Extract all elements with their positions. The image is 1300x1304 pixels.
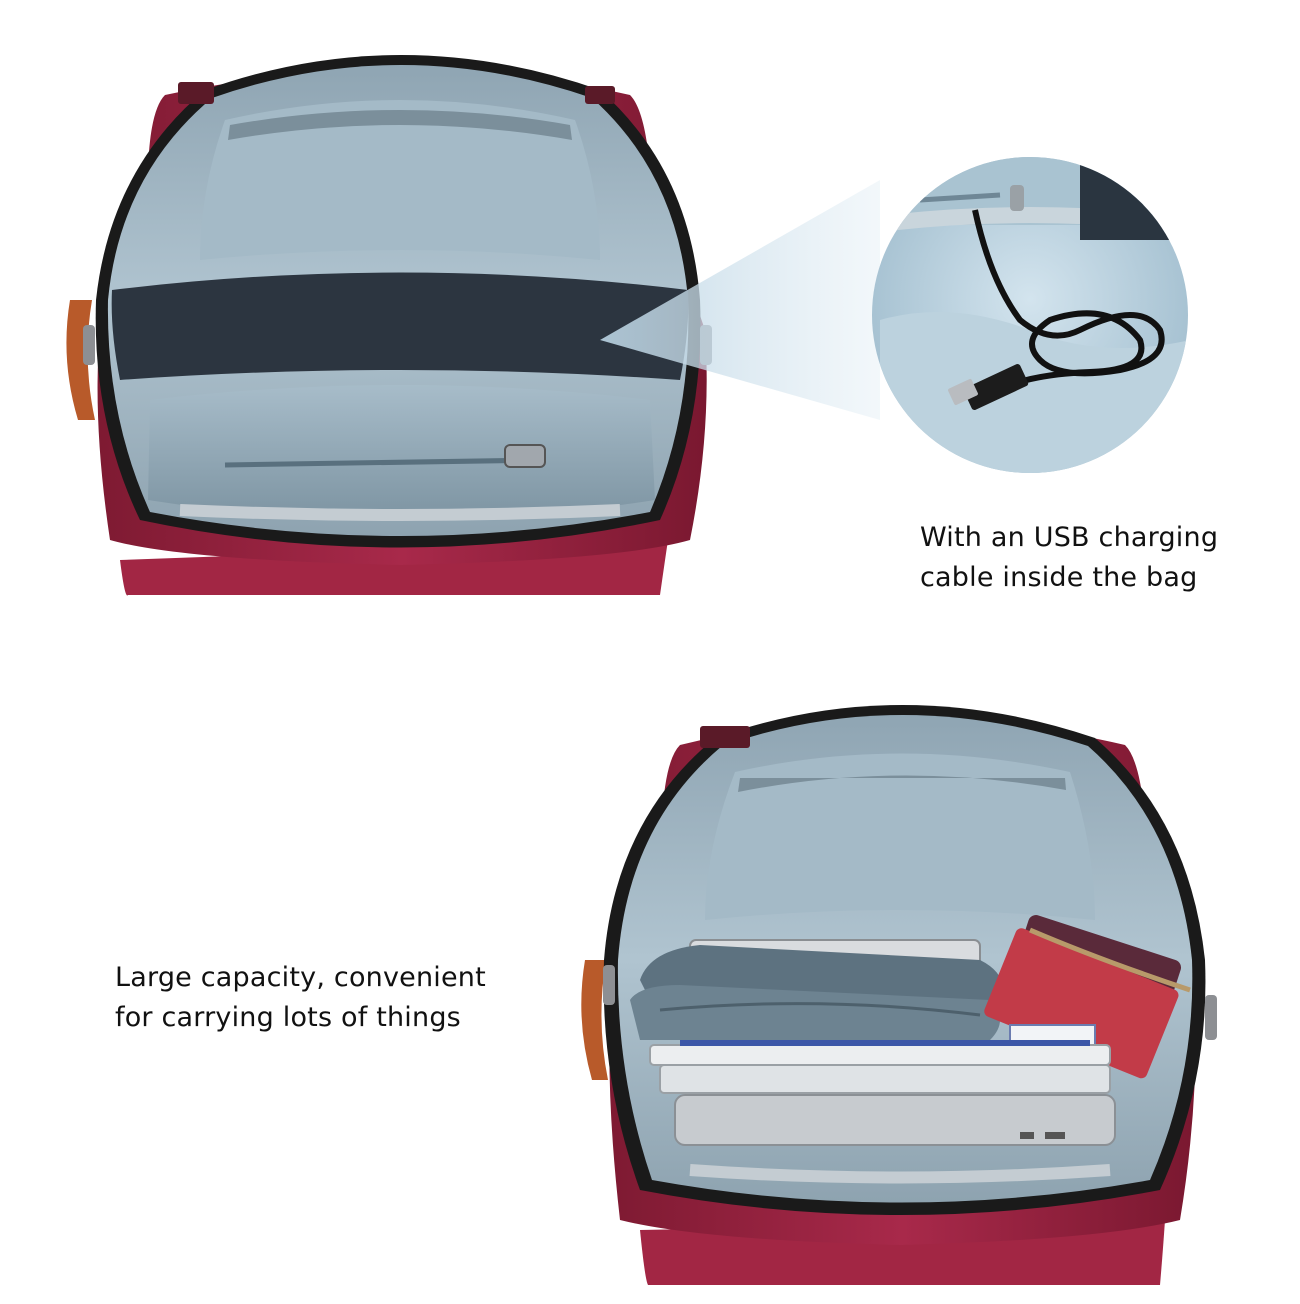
- usb-cable-zoom-circle: [872, 157, 1188, 473]
- capacity-caption-line-1: Large capacity, convenient: [115, 962, 486, 993]
- bottom-backpack-filled: [581, 705, 1217, 1285]
- capacity-caption: Large capacity, convenient for carrying …: [115, 958, 486, 1038]
- usb-caption-line-1: With an USB charging: [920, 522, 1219, 553]
- usb-caption-line-2: cable inside the bag: [920, 562, 1198, 593]
- usb-cable-caption: With an USB charging cable inside the ba…: [920, 518, 1218, 598]
- zoom-beam: [600, 180, 880, 420]
- capacity-caption-line-2: for carrying lots of things: [115, 1002, 461, 1033]
- top-backpack-open: [66, 55, 712, 596]
